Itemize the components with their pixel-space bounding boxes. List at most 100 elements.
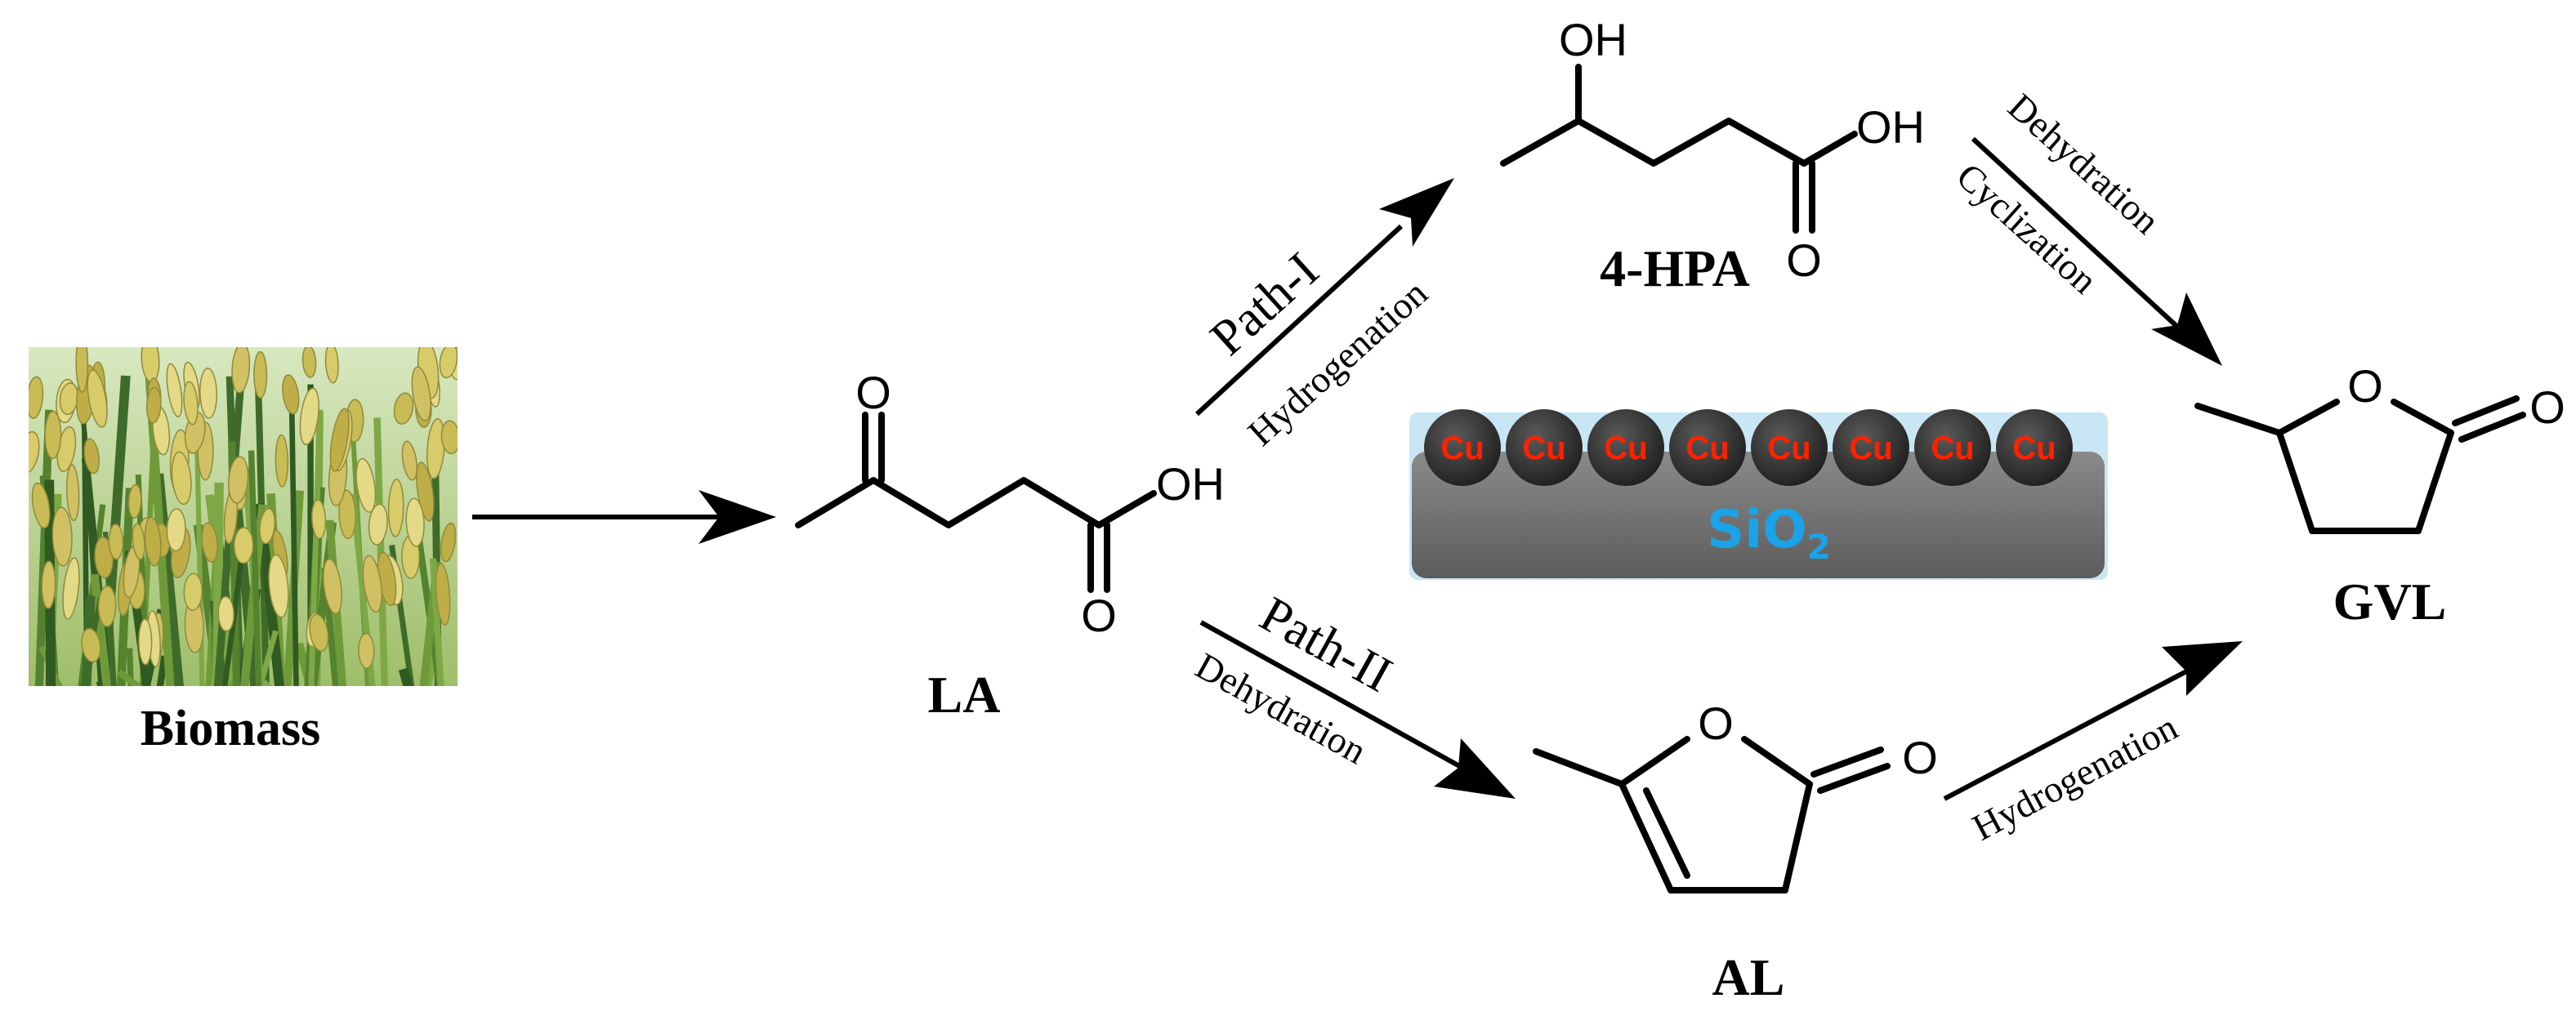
cu-particle (1751, 409, 1828, 486)
wheat-ear (368, 503, 388, 546)
wheat-leaf (194, 432, 205, 686)
wheat-leaf (398, 667, 413, 686)
wheat-ear (411, 366, 431, 421)
wheat-ear (439, 347, 458, 379)
wheat-leaf (90, 573, 112, 686)
wheat-ear (81, 627, 101, 663)
hpa-label: 4-HPA (1600, 239, 1750, 297)
la-label: LA (928, 666, 1001, 724)
wheat-ear (282, 374, 300, 415)
wheat-ear (108, 524, 124, 560)
wheat-ear (275, 434, 289, 488)
wheat-ear (323, 558, 342, 615)
wheat-ear (231, 347, 251, 394)
wheat-ear (309, 613, 329, 652)
wheat-ear (393, 392, 414, 425)
wheat-ear (44, 410, 62, 460)
al-carbonyl-oxygen: O (1902, 732, 1938, 783)
cu-particle-label: Cu (1931, 430, 1974, 466)
cu-particle (1914, 409, 1991, 486)
wheat-leaf (156, 655, 168, 686)
gvl-ring-oxygen: O (2347, 360, 2383, 412)
wheat-ear (75, 347, 89, 394)
wheat-ear (233, 527, 254, 564)
wheat-ear (87, 369, 108, 428)
wheat-leaf (288, 387, 299, 686)
wheat-leaf (294, 642, 315, 686)
cu-particle-label: Cu (1685, 430, 1729, 466)
wheat-ear (132, 523, 145, 560)
arrow-al-to-gvl (1943, 641, 2243, 801)
al-to-gvl-step: Hydrogenation (1966, 706, 2185, 849)
cu-particle (1506, 409, 1583, 486)
la-acid-hydroxyl: OH (1156, 458, 1225, 510)
wheat-ear (405, 497, 425, 547)
wheat-ear (62, 557, 80, 620)
wheat-ear (253, 350, 268, 399)
cu-particle-label: Cu (1849, 430, 1892, 466)
path1-label: Path-I (1200, 242, 1329, 366)
cu-particle (1833, 409, 1909, 486)
wheat-ear (83, 438, 100, 475)
gvl-molecule: O O (2194, 360, 2565, 534)
wheat-ear (199, 368, 218, 419)
wheat-ear (268, 554, 289, 618)
biomass-label: Biomass (141, 701, 320, 756)
wheat-ear (227, 456, 249, 504)
wheat-ear (301, 347, 317, 378)
al-ring-oxygen: O (1698, 697, 1734, 749)
wheat-ear (127, 484, 142, 519)
arrow-biomass-to-la (472, 490, 776, 544)
wheat-ear (387, 479, 404, 537)
gvl-label: GVL (2333, 573, 2447, 631)
wheat-ear (97, 585, 117, 627)
wheat-leaf (126, 648, 134, 686)
wheat-ear (259, 508, 276, 545)
wheat-ear (183, 381, 199, 426)
cu-particle (1669, 409, 1746, 486)
sio2-support (1412, 452, 2105, 578)
la-acid-oxygen: O (1081, 590, 1117, 641)
wheat-leaf (231, 497, 260, 686)
wheat-ear (435, 563, 451, 626)
la-molecule: O O OH (795, 367, 1225, 641)
cu-particle (1996, 409, 2073, 486)
wheat-ear (426, 417, 445, 479)
wheat-ear (171, 451, 192, 506)
wheat-ear (29, 430, 40, 474)
sio2-label: SiO2 (1707, 500, 1831, 567)
wheat-ear (440, 420, 458, 455)
wheat-ear (299, 387, 319, 446)
wheat-ear (329, 408, 350, 472)
wheat-ear (358, 632, 375, 669)
hpa-hydroxyl: OH (1559, 14, 1627, 65)
wheat-ear (66, 464, 80, 522)
wheat-ear (401, 440, 418, 481)
wheat-ear (440, 522, 457, 563)
wheat-ear (29, 376, 44, 419)
wheat-leaf (260, 680, 273, 686)
gvl-carbonyl-oxygen: O (2529, 381, 2565, 433)
cu-particle-label: Cu (1522, 430, 1565, 466)
wheat-ear (311, 499, 327, 540)
wheat-ear (166, 508, 186, 552)
cu-particle-label: Cu (1604, 430, 1647, 466)
cu-particle (1587, 409, 1664, 486)
wheat-ear (183, 573, 203, 611)
hpa-acid-oxygen: O (1786, 234, 1822, 286)
cu-particle (1424, 409, 1501, 486)
al-molecule: O O (1533, 697, 1938, 894)
wheat-ear (145, 386, 162, 424)
wheat-ear (217, 595, 234, 632)
hpa-acid-hydroxyl: OH (1856, 101, 1925, 153)
hpa-molecule: OH OH O (1500, 14, 1925, 286)
wheat-ear (362, 555, 383, 613)
wheat-ear (338, 489, 357, 540)
cu-particle-label: Cu (1767, 430, 1810, 466)
wheat-ear (138, 618, 153, 666)
cu-particle-label: Cu (1440, 430, 1484, 466)
wheat-ear (355, 457, 377, 513)
wheat-ear (324, 347, 339, 384)
wheat-leaf (248, 450, 262, 686)
